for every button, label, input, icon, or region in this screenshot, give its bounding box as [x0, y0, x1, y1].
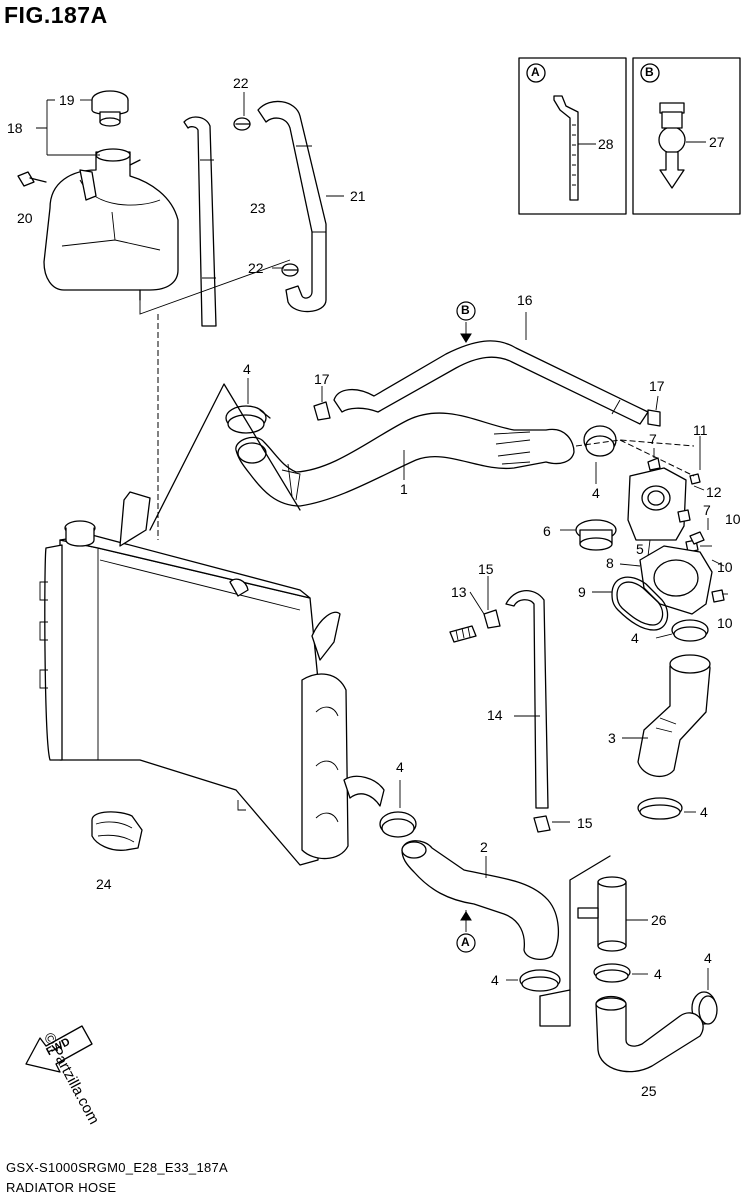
- clamp-4-bottom-a: [519, 969, 561, 992]
- label-15-lower: 15: [577, 815, 593, 831]
- label-10-b: 10: [717, 559, 733, 575]
- label-25: 25: [641, 1083, 657, 1099]
- water-pump-cover: [639, 545, 713, 615]
- label-3: 3: [608, 730, 616, 746]
- label-23: 23: [250, 200, 266, 216]
- clamp-4-pump: [671, 619, 709, 642]
- reservoir-cap: [91, 90, 129, 127]
- clamp-4-lower-right: [637, 797, 683, 820]
- label-4-hose2: 4: [491, 972, 499, 988]
- thermostat: [575, 519, 617, 551]
- clamp-4-lower-left: [379, 811, 417, 838]
- label-22-low: 22: [248, 260, 264, 276]
- inset-box-a: [518, 57, 627, 215]
- inset-a-letter: A: [531, 65, 540, 79]
- hose-1: [235, 412, 575, 507]
- inset-box-b: [632, 57, 741, 215]
- figure-title: FIG.187A: [4, 2, 108, 28]
- label-4-hose25: 4: [704, 950, 712, 966]
- label-28: 28: [598, 136, 614, 152]
- fitting-13: [449, 625, 477, 643]
- clamp-4-upper: [225, 405, 271, 434]
- label-4-fitting: 4: [654, 966, 662, 982]
- clamp-22-top: [233, 117, 251, 131]
- hose-clip-icon: [658, 102, 686, 189]
- label-8: 8: [606, 555, 614, 571]
- hose-23: [183, 116, 217, 327]
- clamp-4-bottom-b: [593, 963, 631, 983]
- fwd-arrow-icon: [25, 1025, 93, 1073]
- label-2: 2: [480, 839, 488, 855]
- clip-15-upper: [483, 609, 501, 629]
- hose-14: [505, 590, 549, 809]
- o-ring: [611, 576, 669, 631]
- arrow-a-marker: [456, 933, 476, 953]
- hose-2: [401, 840, 559, 961]
- label-1: 1: [400, 481, 408, 497]
- label-16: 16: [517, 292, 533, 308]
- bolts: [647, 457, 725, 603]
- label-20: 20: [17, 210, 33, 226]
- label-17-right: 17: [649, 378, 665, 394]
- arrow-b-marker: [456, 301, 476, 321]
- label-22-top: 22: [233, 75, 249, 91]
- label-4-hose3: 4: [700, 804, 708, 820]
- hose-25: [595, 995, 704, 1073]
- radiator: [39, 491, 385, 866]
- hose-3: [637, 654, 711, 778]
- hose-21: [257, 100, 327, 313]
- label-6: 6: [543, 523, 551, 539]
- label-17-left: 17: [314, 371, 330, 387]
- cable-tie-icon: [553, 95, 579, 201]
- label-15-upper: 15: [478, 561, 494, 577]
- label-10-a: 10: [725, 511, 741, 527]
- label-19: 19: [59, 92, 75, 108]
- label-12: 12: [706, 484, 722, 500]
- label-26: 26: [651, 912, 667, 928]
- clip-15-lower: [533, 815, 551, 833]
- label-10-c: 10: [717, 615, 733, 631]
- fitting-26: [577, 876, 627, 952]
- reservoir-tank: [43, 148, 179, 301]
- clamp-22-low: [281, 263, 299, 277]
- bolt-20: [17, 171, 47, 187]
- label-4-radiator: 4: [396, 759, 404, 775]
- inset-b-letter: B: [645, 65, 654, 79]
- hose-16: [333, 340, 649, 425]
- arrow-b-letter: B: [461, 303, 470, 317]
- label-4-pump: 4: [631, 630, 639, 646]
- label-7-lower: 7: [703, 502, 711, 518]
- label-24: 24: [96, 876, 112, 892]
- label-21: 21: [350, 188, 366, 204]
- label-18: 18: [7, 120, 23, 136]
- clamp-4-right: [583, 425, 617, 457]
- clip-17-right: [647, 409, 661, 427]
- label-7-upper: 7: [649, 431, 657, 447]
- clip-17-left: [313, 401, 331, 421]
- label-27: 27: [709, 134, 725, 150]
- label-9: 9: [578, 584, 586, 600]
- label-13: 13: [451, 584, 467, 600]
- label-5: 5: [636, 541, 644, 557]
- clamp-24: [91, 811, 143, 851]
- figure-caption: RADIATOR HOSE: [6, 1180, 117, 1195]
- label-4-thermo: 4: [592, 485, 600, 501]
- arrow-a-letter: A: [461, 935, 470, 949]
- label-14: 14: [487, 707, 503, 723]
- figure-code: GSX-S1000SRGM0_E28_E33_187A: [6, 1160, 229, 1175]
- thermostat-housing: [627, 467, 687, 541]
- label-4-upper: 4: [243, 361, 251, 377]
- label-11: 11: [693, 422, 708, 438]
